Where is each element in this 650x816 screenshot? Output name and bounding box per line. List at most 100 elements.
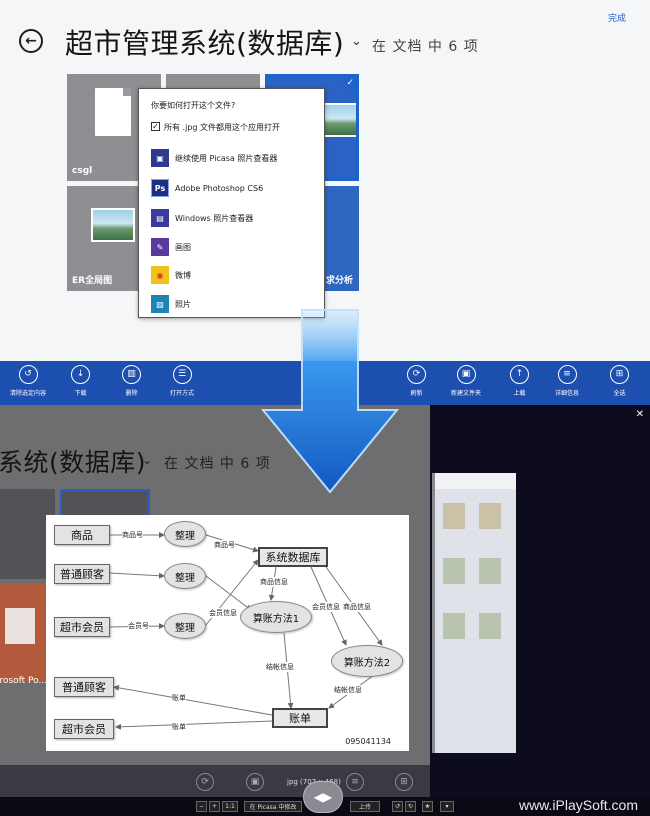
edge-label: 结帐信息 [266, 662, 294, 672]
upload-button[interactable]: ↑ 上载 [510, 365, 529, 397]
app-option-photos[interactable]: ▨ 照片 [151, 294, 191, 314]
background-title: 系统(数据库) [0, 448, 147, 477]
open-with-question: 你要如何打开这个文件? [151, 101, 236, 110]
rotate-right-button[interactable]: ↻ [405, 801, 416, 812]
photos-icon: ▨ [151, 295, 169, 313]
button-label: 刷新 [410, 390, 423, 397]
select-all-icon: ⊞ [395, 773, 413, 791]
check-icon: ✓ [346, 78, 354, 88]
clear-selection-button[interactable]: ↺ 清除选定内容 [10, 365, 46, 397]
diagram-node-goods: 商品 [54, 525, 110, 545]
tile-label: icrosoft Po... [0, 676, 48, 686]
edge-label: 会员信息 [209, 608, 237, 618]
diagram-node-tidy: 整理 [164, 563, 206, 589]
details-icon: ≡ [557, 365, 577, 384]
app-option-paint[interactable]: ✎ 画图 [151, 237, 191, 257]
edge-label: 商品号 [214, 540, 235, 550]
diagram-node-bill: 账单 [272, 708, 328, 728]
button-label: 全选 [613, 390, 626, 397]
download-icon: ↓ [71, 365, 90, 384]
image-code: 095041134 [345, 737, 391, 746]
app-name: 微博 [175, 270, 191, 280]
actual-size-button[interactable]: 1:1 [222, 801, 238, 812]
diagram-node-normal-customer-2: 普通顾客 [54, 677, 114, 697]
play-slideshow-icon[interactable]: ◀▶ [303, 781, 343, 813]
details-icon: ≡ [346, 773, 364, 791]
edge-label: 会员信息 [312, 602, 340, 612]
chevron-down-icon[interactable]: ⌄ [351, 34, 362, 49]
download-button[interactable]: ↓ 下载 [71, 365, 90, 397]
image-thumbnail [91, 208, 135, 242]
button-label: 新建文件夹 [451, 390, 482, 397]
star-button[interactable]: ★ [422, 801, 433, 812]
zoom-out-button[interactable]: − [196, 801, 207, 812]
powerpoint-tile [0, 583, 50, 681]
app-option-weibo[interactable]: ◉ 微博 [151, 265, 191, 285]
file-thumbnail [479, 613, 501, 639]
item-count-subtitle: 在 文档 中 6 项 [372, 39, 479, 55]
rotate-left-button[interactable]: ↺ [392, 801, 403, 812]
edge-label: 账单 [172, 722, 186, 732]
close-icon[interactable]: ✕ [635, 409, 644, 420]
file-thumbnail [479, 558, 501, 584]
edge-label: 商品信息 [260, 577, 288, 587]
more-button[interactable]: ▾ [440, 801, 454, 812]
tile-label: csgl [72, 166, 93, 176]
new-folder-icon: ▣ [456, 365, 476, 384]
diagram-node-algo2: 算账方法2 [331, 645, 403, 677]
zoom-in-button[interactable]: + [209, 801, 220, 812]
edge-label: 会员号 [128, 621, 149, 631]
paint-icon: ✎ [151, 238, 169, 256]
selected-corner [338, 77, 356, 95]
page-title: 超市管理系统(数据库) [65, 27, 345, 60]
window-titlebar [435, 473, 516, 489]
refresh-button[interactable]: ⟳ 刷新 [407, 365, 426, 397]
site-watermark: www.iPlaySoft.com [518, 797, 638, 813]
always-use-label: 所有 .jpg 文件都用这个应用打开 [164, 123, 281, 132]
upload-button[interactable]: 上传 [350, 801, 380, 812]
photoshop-icon: Ps [151, 179, 169, 197]
done-link[interactable]: 完成 [607, 14, 626, 24]
edit-in-picasa-button[interactable]: 在 Picasa 中修改 [244, 801, 302, 812]
always-use-checkbox[interactable]: ✓ [151, 122, 160, 131]
edge-label: 结帐信息 [334, 685, 362, 695]
details-button[interactable]: ≡ 详细信息 [555, 365, 579, 397]
new-folder-button[interactable]: ▣ 新建文件夹 [451, 365, 481, 397]
refresh-icon: ⟳ [407, 365, 426, 384]
diagram-node-tidy: 整理 [164, 521, 206, 547]
diagram-node-member-2: 超市会员 [54, 719, 114, 739]
delete-icon: ▥ [122, 365, 141, 384]
app-option-picasa[interactable]: ▣ 继续使用 Picasa 照片查看器 [151, 148, 277, 168]
delete-button[interactable]: ▥ 删除 [122, 365, 141, 397]
weibo-icon: ◉ [151, 266, 169, 284]
app-name: Windows 照片查看器 [175, 213, 254, 223]
diagram-node-algo1: 算账方法1 [240, 601, 312, 633]
picasa-icon: ▣ [151, 149, 169, 167]
app-name: 继续使用 Picasa 照片查看器 [175, 153, 278, 163]
select-all-button[interactable]: ⊞ 全选 [610, 365, 629, 397]
diagram-node-tidy: 整理 [164, 613, 206, 639]
clear-selection-icon: ↺ [18, 365, 38, 384]
refresh-icon: ⟳ [196, 773, 214, 791]
open-with-dialog: 你要如何打开这个文件? ✓ 所有 .jpg 文件都用这个应用打开 ▣ 继续使用 … [138, 88, 325, 318]
button-label: 下载 [74, 390, 87, 397]
back-arrow-icon[interactable]: ← [19, 29, 43, 53]
explorer-preview-window [432, 473, 516, 753]
edge-label: 商品号 [122, 530, 143, 540]
diagram-node-system-db: 系统数据库 [258, 547, 328, 567]
tile-label: 求分析 [325, 276, 353, 286]
upload-icon: ↑ [510, 365, 529, 384]
photo-viewer-icon: ▤ [151, 209, 169, 227]
powerpoint-icon [5, 608, 35, 644]
select-all-icon: ⊞ [610, 365, 629, 384]
app-option-photoshop[interactable]: Ps Adobe Photoshop CS6 [151, 178, 263, 198]
app-name: 画图 [175, 242, 191, 252]
background-subtitle: 在 文档 中 6 项 [164, 456, 271, 472]
app-name: 照片 [175, 299, 191, 309]
app-option-windows-photo-viewer[interactable]: ▤ Windows 照片查看器 [151, 208, 253, 228]
document-icon [95, 88, 131, 136]
open-with-button[interactable]: ☰ 打开方式 [170, 365, 194, 397]
button-label: 打开方式 [170, 390, 195, 397]
button-label: 清除选定内容 [10, 390, 47, 397]
button-label: 上载 [513, 390, 526, 397]
